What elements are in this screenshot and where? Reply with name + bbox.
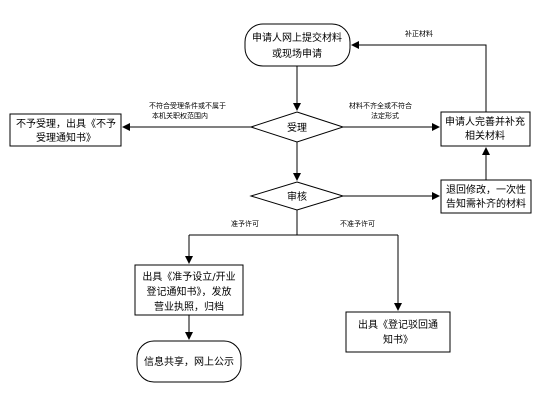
node-grant: 出具《准予设立/开业 登记通知书》，发放 营业执照，归档 xyxy=(134,264,244,316)
label-not-accept-line-2: 本机关职权范围内 xyxy=(152,111,208,120)
node-grant-line-2: 登记通知书》，发放 xyxy=(147,285,232,298)
label-incomplete-line-2: 法定形式 xyxy=(371,111,399,120)
node-return-line-2: 告知需补齐的材料 xyxy=(446,197,526,210)
label-incomplete-line-1: 材料不齐全或不符合 xyxy=(349,101,412,110)
node-apply: 申请人网上提交材料 或现场申请 xyxy=(244,23,351,67)
node-supplement-line-2: 相关材料 xyxy=(465,129,505,142)
node-reject-line-1: 不予受理，出具《不予 xyxy=(16,117,116,130)
node-apply-line-1: 申请人网上提交材料 xyxy=(252,31,342,44)
edge-supplement-back xyxy=(351,41,487,112)
node-deny-line-1: 出具《登记驳回通 xyxy=(358,318,438,331)
node-supplement-line-1: 申请人完善并补充 xyxy=(445,115,525,128)
label-not-accept-line-1: 不符合受理条件或不属于 xyxy=(149,101,226,110)
node-supplement: 申请人完善并补充 相关材料 xyxy=(440,111,531,147)
node-return-modify: 退回修改，一次性 告知需补齐的材料 xyxy=(440,179,532,214)
decision-accept: 受理 xyxy=(249,111,345,143)
node-deny: 出具《登记驳回通 知书》 xyxy=(345,311,451,353)
node-grant-line-1: 出具《准予设立/开业 xyxy=(142,270,235,283)
label-permit: 准予许可 xyxy=(231,219,259,228)
node-publish: 信息共享，网上公示 xyxy=(136,340,242,383)
decision-review: 审核 xyxy=(249,181,345,211)
label-not-permit: 不准予许可 xyxy=(340,219,375,228)
node-return-line-1: 退回修改，一次性 xyxy=(446,183,526,196)
label-supplement-back: 补正材料 xyxy=(405,29,433,38)
node-publish-label: 信息共享，网上公示 xyxy=(144,355,234,368)
decision-accept-label: 受理 xyxy=(287,122,307,134)
node-grant-line-3: 营业执照，归档 xyxy=(154,300,224,313)
node-deny-line-2: 知书》 xyxy=(383,333,413,346)
decision-review-label: 审核 xyxy=(287,190,307,203)
node-reject-line-2: 受理通知书》 xyxy=(36,131,96,144)
node-reject: 不予受理，出具《不予 受理通知书》 xyxy=(9,113,122,147)
node-apply-line-2: 或现场申请 xyxy=(272,47,322,60)
